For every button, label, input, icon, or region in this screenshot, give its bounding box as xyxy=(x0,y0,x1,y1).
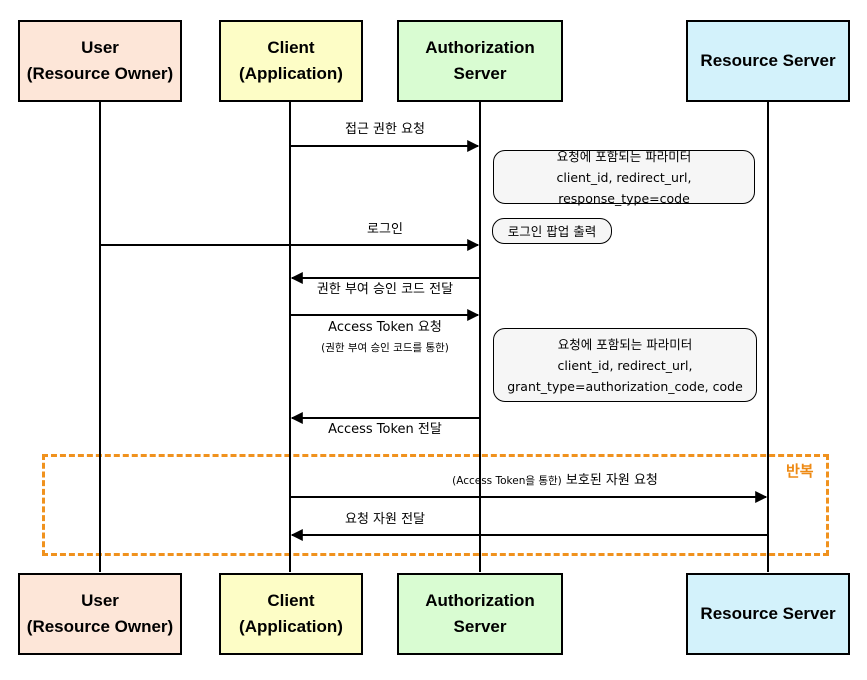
lifeline-auth xyxy=(479,102,481,572)
participant-user-name: User xyxy=(81,591,119,610)
participant-auth-name: Authorization Server xyxy=(425,591,535,636)
participant-auth-bottom: Authorization Server xyxy=(397,573,563,655)
note-login-popup: 로그인 팝업 출력 xyxy=(492,218,612,244)
message-label-resource-request: (Access Token을 통한) 보호된 자원 요청 xyxy=(290,473,820,489)
participant-resource-name: Resource Server xyxy=(700,604,836,623)
note-line: client_id, redirect_url, response_type=c… xyxy=(556,169,692,206)
lifeline-client xyxy=(289,102,291,572)
participant-resource-name: Resource Server xyxy=(700,51,836,70)
note-request-params-2: 요청에 포함되는 파라미터 client_id, redirect_url, g… xyxy=(493,328,757,402)
participant-user-name: User xyxy=(81,38,119,57)
note-request-params-1: 요청에 포함되는 파라미터 client_id, redirect_url, r… xyxy=(493,149,755,206)
lifeline-user xyxy=(99,102,101,572)
note-title: 요청에 포함되는 파라미터 xyxy=(556,148,692,164)
participant-resource-top: Resource Server xyxy=(686,20,850,102)
message-label-resource-request-prefix: (Access Token을 통한) xyxy=(452,475,562,487)
participant-client-name: Client xyxy=(267,38,315,57)
note-title: 로그인 팝업 출력 xyxy=(507,223,597,239)
participant-resource-bottom: Resource Server xyxy=(686,573,850,655)
note-title: 요청에 포함되는 파라미터 xyxy=(557,336,693,352)
message-label-auth-code: 권한 부여 승인 코드 전달 xyxy=(316,282,454,297)
participant-client-role: (Application) xyxy=(239,64,343,83)
participant-auth-name: Authorization Server xyxy=(425,38,535,83)
participant-user-role: (Resource Owner) xyxy=(26,617,174,636)
participant-client-bottom: Client (Application) xyxy=(219,573,363,655)
loop-label: 반복 xyxy=(786,462,814,480)
message-label-resource-deliver: 요청 자원 전달 xyxy=(344,512,426,527)
message-label-token-request-sub: (권한 부여 승인 코드를 통한) xyxy=(321,342,449,354)
loop-fragment xyxy=(42,454,829,556)
participant-client-top: Client (Application) xyxy=(219,20,363,102)
participant-client-name: Client xyxy=(267,591,315,610)
participant-user-role: (Resource Owner) xyxy=(26,64,174,83)
participant-client-role: (Application) xyxy=(239,617,343,636)
message-label-token-request: Access Token 요청 xyxy=(328,320,442,335)
message-label-resource-request-main: 보호된 자원 요청 xyxy=(565,473,658,488)
participant-user-bottom: User (Resource Owner) xyxy=(18,573,182,655)
message-label-token-deliver: Access Token 전달 xyxy=(328,422,442,437)
note-line: client_id, redirect_url, xyxy=(557,357,693,373)
note-line: grant_type=authorization_code, code xyxy=(507,378,743,394)
message-label-access-request: 접근 권한 요청 xyxy=(344,122,426,137)
participant-user-top: User (Resource Owner) xyxy=(18,20,182,102)
message-label-login: 로그인 xyxy=(367,222,403,237)
lifeline-resource xyxy=(767,102,769,572)
participant-auth-top: Authorization Server xyxy=(397,20,563,102)
